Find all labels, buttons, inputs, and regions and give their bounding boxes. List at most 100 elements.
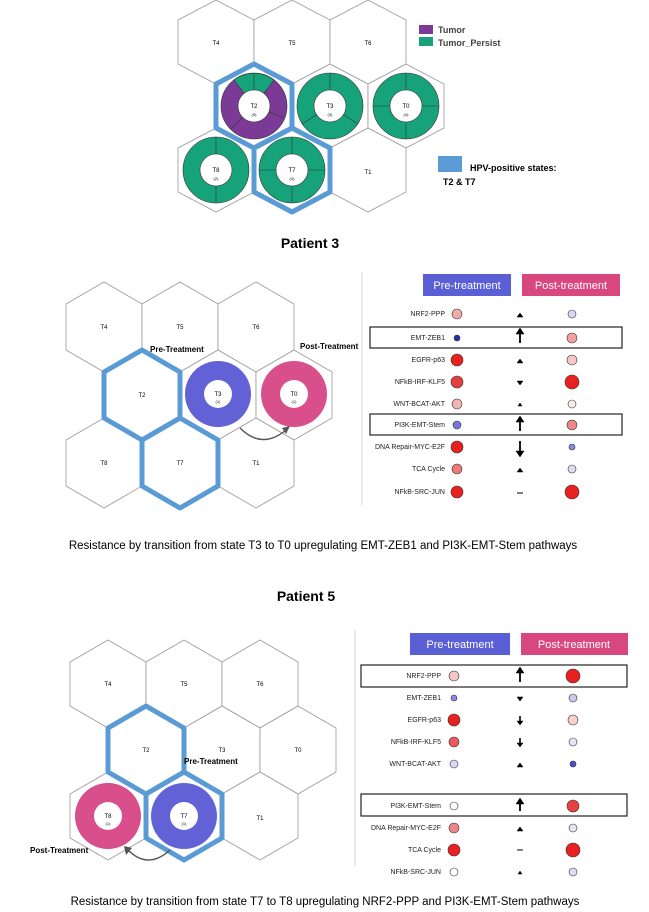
pre-dot (450, 440, 464, 454)
patient5-grid: T4 T5 T6 T2 T3 T0 T8 (1) T7 (1) T1 Pre-T… (30, 639, 337, 863)
state-label: T2 (142, 748, 150, 754)
state-label: T0 (294, 748, 302, 754)
pre-dot (447, 713, 461, 727)
highlight-box-pi3k-emt-stem (360, 793, 628, 817)
pathway-label: NFkB-SRC-JUN (390, 869, 441, 876)
pre-dot (449, 867, 459, 877)
change-arrow-small-down (516, 696, 524, 702)
state-label: T2 (138, 393, 146, 399)
transition-arrowhead (282, 426, 290, 434)
hpv-legend-label: HPV-positive states: (470, 163, 557, 173)
pre-dot (452, 420, 462, 430)
pathway-label: EMT-ZEB1 (407, 695, 441, 702)
change-arrow-down (516, 720, 524, 726)
pre-treatment-header-text: Pre-treatment (426, 639, 493, 651)
post-dot (568, 693, 578, 703)
pre-dot (449, 801, 459, 811)
post-dot (564, 374, 580, 390)
change-arrow-up (515, 797, 525, 805)
pre-dot (451, 463, 463, 475)
state-label: T7 (288, 168, 296, 174)
transition-arrow (127, 849, 171, 861)
pre-dot (453, 334, 461, 342)
change-arrow-small-up (516, 358, 524, 364)
post-dot (567, 309, 577, 319)
state-count: (3) (328, 112, 334, 117)
post-treatment-header-text: Post-treatment (535, 280, 607, 292)
hpv-legend-label-states: T2 & T7 (443, 177, 476, 187)
pathway-label: PI3K-EMT-Stem (390, 803, 441, 810)
post-dot (564, 484, 580, 500)
change-arrow-small-up (517, 870, 523, 875)
state-label: T4 (104, 682, 112, 688)
state-label: T5 (288, 41, 296, 47)
hpv-outline-t7 (251, 125, 333, 215)
pre-treatment-header (423, 274, 511, 296)
pathway-label: PI3K-EMT-Stem (394, 422, 445, 429)
hpv-legend-swatch (438, 156, 462, 172)
pre-state-t7-hole (170, 802, 198, 830)
legend-swatch-tumor (419, 25, 433, 34)
legend-label-tumor-persist: Tumor_Persist (438, 38, 500, 48)
state-count: (4) (404, 112, 410, 117)
patient3-grid: T4 T5 T6 T2 T3 (1) T0 (1) T8 T7 T1 Pre-T… (65, 281, 359, 511)
highlight-box-nrf2-ppp (360, 664, 628, 688)
pre-treatment-label: Pre-Treatment (150, 345, 204, 354)
post-dot (568, 737, 578, 747)
state-count: (1) (216, 399, 222, 404)
state-label: T0 (402, 104, 410, 110)
patient5-caption: Resistance by transition from state T7 t… (71, 896, 580, 908)
post-dot (568, 443, 576, 451)
pathway-label: NFkB-SRC-JUN (394, 489, 445, 496)
state-count: (1) (292, 399, 298, 404)
pathway-label: NRF2-PPP (406, 673, 441, 680)
pathway-label: EGFR-p63 (412, 357, 446, 364)
pathway-label: DNA Repair-MYC-E2F (371, 825, 441, 832)
change-arrow-up (515, 666, 525, 674)
pre-dot (448, 736, 460, 748)
pathway-label: WNT-BCAT-AKT (393, 401, 445, 408)
state-label: T4 (100, 325, 108, 331)
pathway-label: NFkB-IRF-KLF5 (391, 739, 441, 746)
patient5-title: Patient 5 (277, 588, 336, 604)
state-count: (4) (290, 176, 296, 181)
change-arrow-down (516, 742, 524, 748)
hpv-outline-t7 (143, 769, 225, 863)
state-label: T1 (256, 816, 264, 822)
post-dot (566, 799, 580, 813)
pre-dot (450, 375, 464, 389)
legend-swatch-tumor-persist (419, 37, 433, 46)
pathway-label: WNT-BCAT-AKT (389, 761, 441, 768)
change-arrow-small-down (516, 380, 524, 386)
pre-dot (451, 308, 463, 320)
change-arrow-small-up (516, 762, 524, 768)
pathway-label: TCA Cycle (412, 466, 445, 473)
legend-label-tumor: Tumor (438, 25, 466, 35)
patient5-table: Pre-treatment Post-treatment NRF2-PPP EM… (354, 630, 628, 877)
pathway-label: NRF2-PPP (410, 311, 445, 318)
post-dot (566, 332, 578, 344)
transition-arrow (239, 427, 287, 441)
post-treatment-header-text: Post-treatment (538, 639, 610, 651)
pre-dot (450, 485, 464, 499)
post-dot (568, 823, 578, 833)
transition-arrowhead (124, 846, 132, 855)
patient3-title: Patient 3 (281, 235, 340, 251)
post-dot (567, 714, 579, 726)
state-label: T7 (176, 461, 184, 467)
pre-treatment-label: Pre-Treatment (184, 757, 238, 766)
post-treatment-label: Post-Treatment (300, 342, 359, 351)
pre-dot (450, 694, 458, 702)
state-label: T6 (256, 682, 264, 688)
post-treatment-header (522, 274, 620, 296)
state-count: (1) (106, 821, 112, 826)
pre-dot (448, 670, 460, 682)
highlight-box-pi3k-emt-stem (369, 413, 623, 436)
change-arrow-small-up (517, 402, 523, 407)
state-label: T7 (180, 814, 188, 820)
post-state-t8-hole (94, 802, 122, 830)
state-label: T2 (250, 104, 258, 110)
post-dot (569, 760, 577, 768)
state-label: T1 (364, 170, 372, 176)
pre-dot (447, 843, 461, 857)
